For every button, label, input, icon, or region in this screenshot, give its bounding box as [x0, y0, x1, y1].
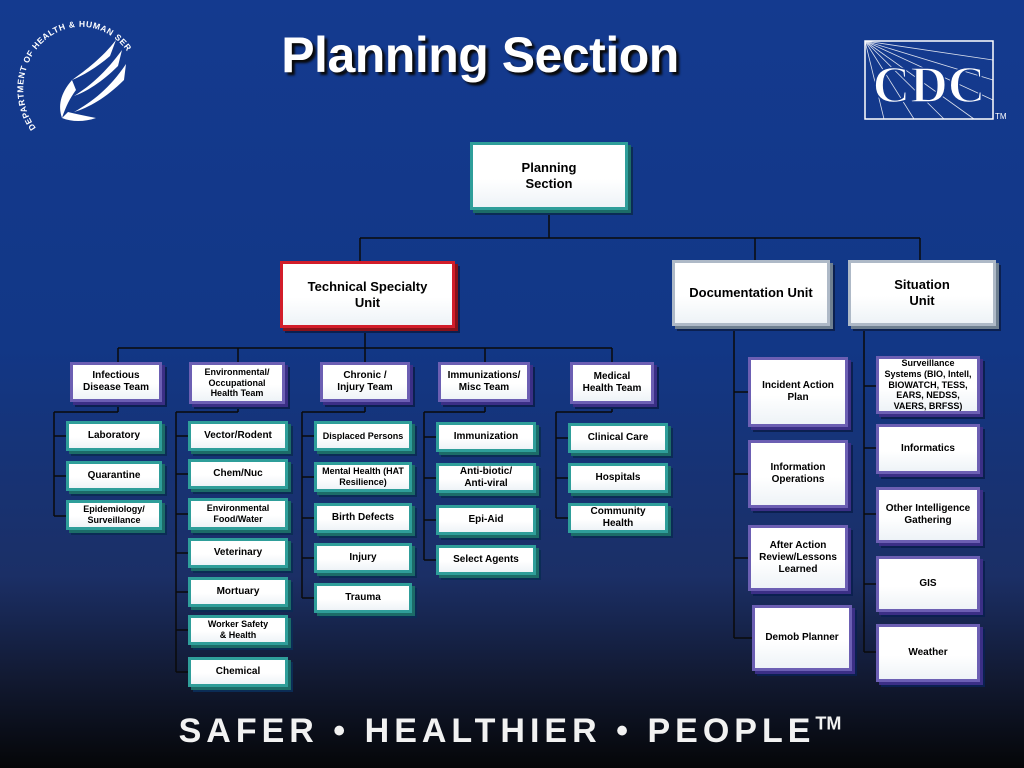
- member-veterinary: Veterinary: [188, 538, 288, 568]
- member-quarantine: Quarantine: [66, 461, 162, 491]
- doc-information-operations: Information Operations: [748, 440, 848, 508]
- tagline-text: SAFER • HEALTHIER • PEOPLE: [178, 712, 816, 750]
- slide-title: Planning Section: [281, 27, 679, 83]
- member-hospitals: Hospitals: [568, 463, 668, 493]
- documentation-unit-box: Documentation Unit: [672, 260, 830, 326]
- sit-surveillance-systems: Surveillance Systems (BIO, Intell, BIOWA…: [876, 356, 980, 414]
- doc-demob-planner: Demob Planner: [752, 605, 852, 671]
- member-epi-aid: Epi-Aid: [436, 505, 536, 535]
- planning-section-box: Planning Section: [470, 142, 628, 210]
- sit-weather: Weather: [876, 624, 980, 682]
- cdc-logo-tm: TM: [995, 112, 1007, 121]
- member-chemical: Chemical: [188, 657, 288, 687]
- member-immunization: Immunization: [436, 422, 536, 452]
- team-chronic-injury: Chronic / Injury Team: [320, 362, 410, 402]
- member-epidemiology-surveillance: Epidemiology/ Surveillance: [66, 500, 162, 530]
- member-vector-rodent: Vector/Rodent: [188, 421, 288, 451]
- cdc-logo: CDC TM: [864, 40, 1007, 121]
- member-mental-health: Mental Health (HAT Resilience): [314, 462, 412, 492]
- situation-unit-box: Situation Unit: [848, 260, 996, 326]
- member-environmental-food-water: Environmental Food/Water: [188, 498, 288, 530]
- member-laboratory: Laboratory: [66, 421, 162, 451]
- member-community-health: Community Health: [568, 503, 668, 533]
- member-worker-safety-health: Worker Safety & Health: [188, 615, 288, 645]
- member-injury: Injury: [314, 543, 412, 573]
- sit-gis: GIS: [876, 556, 980, 612]
- hhs-logo: DEPARTMENT OF HEALTH & HUMAN SERVICES • …: [14, 10, 133, 133]
- member-select-agents: Select Agents: [436, 545, 536, 575]
- doc-after-action-review: After Action Review/Lessons Learned: [748, 525, 848, 591]
- sit-other-intelligence: Other Intelligence Gathering: [876, 487, 980, 543]
- tagline-tm: TM: [815, 713, 842, 734]
- doc-incident-action-plan: Incident Action Plan: [748, 357, 848, 427]
- eagle-icon: [60, 40, 126, 121]
- member-birth-defects: Birth Defects: [314, 503, 412, 533]
- team-environmental-occupational: Environmental/ Occupational Health Team: [189, 362, 285, 404]
- team-immunizations-misc: Immunizations/ Misc Team: [438, 362, 530, 402]
- member-trauma: Trauma: [314, 583, 412, 613]
- member-mortuary: Mortuary: [188, 577, 288, 607]
- team-infectious-disease: Infectious Disease Team: [70, 362, 162, 402]
- tagline: SAFER • HEALTHIER • PEOPLETM: [60, 712, 960, 751]
- team-medical-health: Medical Health Team: [570, 362, 654, 404]
- sit-informatics: Informatics: [876, 424, 980, 474]
- member-clinical-care: Clinical Care: [568, 423, 668, 453]
- member-chem-nuc: Chem/Nuc: [188, 459, 288, 489]
- cdc-logo-text: CDC: [873, 57, 986, 114]
- technical-specialty-unit-box: Technical Specialty Unit: [280, 261, 455, 328]
- member-displaced-persons: Displaced Persons: [314, 421, 412, 451]
- member-anti-biotic-anti-viral: Anti-biotic/ Anti-viral: [436, 463, 536, 493]
